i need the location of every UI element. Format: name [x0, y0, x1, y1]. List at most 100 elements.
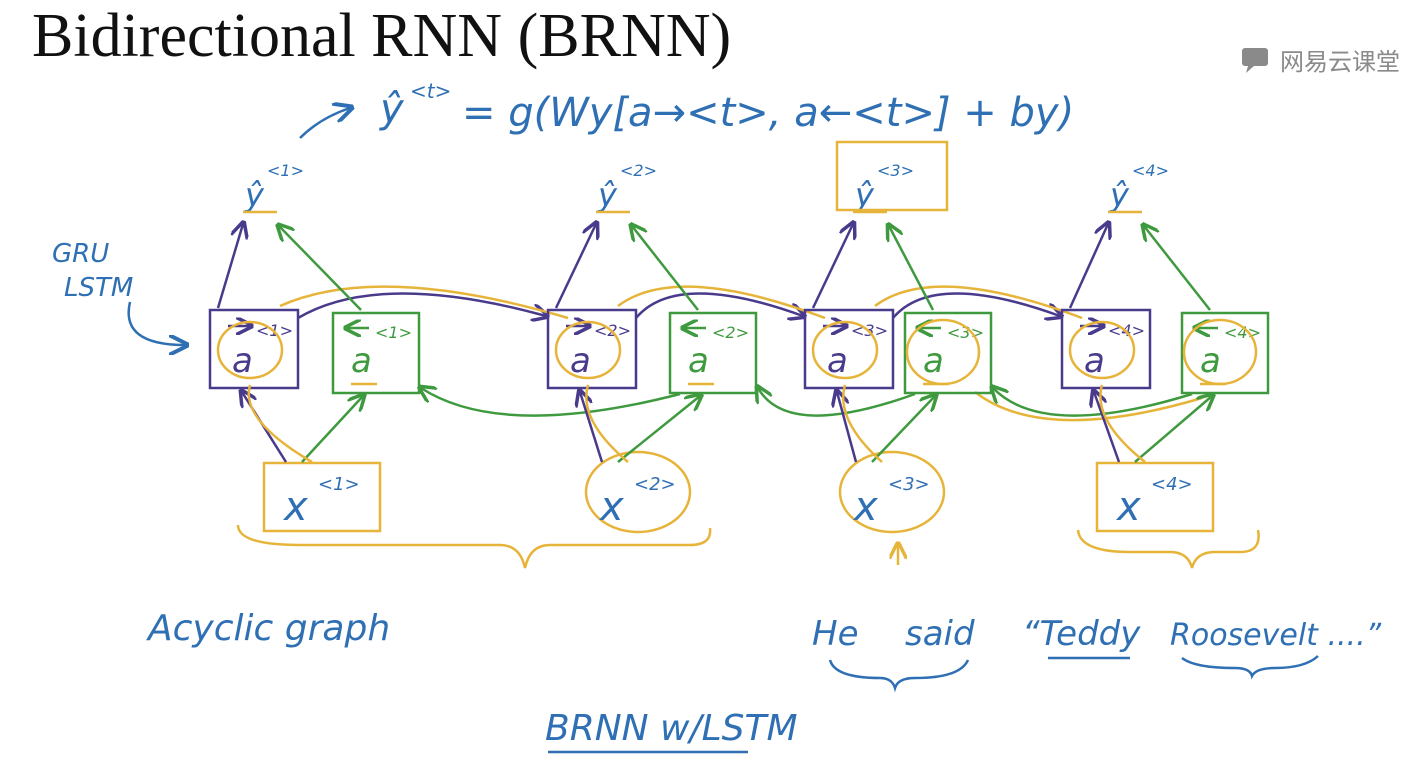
- recurrent-connections: [279, 285, 1203, 422]
- input-highlight-path: [247, 384, 313, 464]
- forward-highlight-path: [279, 285, 569, 320]
- backward-to-output-arrow: [632, 226, 699, 311]
- sentence-word-he: He: [812, 614, 858, 654]
- forward-activation-label: a: [827, 341, 848, 381]
- input-to-backward-arrow: [871, 396, 935, 463]
- backward-to-output-arrow: [1144, 226, 1211, 311]
- forward-to-output-arrow: [1068, 224, 1108, 309]
- input-to-backward-arrow: [1134, 396, 1212, 463]
- timestep-2: a<2>a<2>ŷ<2>x<2>: [546, 161, 758, 534]
- backward-highlight-circle: [1182, 318, 1258, 386]
- forward-activation-label: a: [1084, 341, 1105, 381]
- side-label-gru: GRU: [52, 239, 109, 269]
- output-yhat-sup: <3>: [877, 161, 914, 180]
- forward-highlight-circle: [811, 320, 879, 380]
- forward-highlight-circle: [1068, 320, 1136, 380]
- backward-activation-label: a: [351, 341, 372, 381]
- roosevelt-brace: [1181, 655, 1319, 680]
- sentence-word-roosevelt: Roosevelt ....”: [1170, 618, 1382, 653]
- backward-activation-sup: <2>: [712, 323, 749, 342]
- output-yhat-label: ŷ: [1109, 176, 1130, 214]
- input-x-sup: <2>: [634, 474, 676, 495]
- timestep-units: a<1>a<1>ŷ<1>x<1>a<2>a<2>ŷ<2>x<2>a<3>a<3>…: [208, 140, 1270, 534]
- input-to-forward-arrow: [580, 392, 604, 463]
- input-highlight-box: [262, 461, 382, 533]
- sentence-word-said: said: [905, 614, 975, 654]
- input-to-backward-arrow: [617, 396, 700, 463]
- backward-activation-box: [903, 311, 993, 395]
- backward-highlight-circle: [905, 318, 981, 386]
- backward-recurrent-arrow: [758, 388, 916, 417]
- backward-activation-box: [668, 311, 758, 395]
- input-highlight-path: [842, 384, 883, 463]
- formula-pointer-arrow: [299, 108, 350, 139]
- he-said-brace: [828, 659, 970, 693]
- input-to-forward-arrow: [1094, 392, 1121, 463]
- output-yhat-sup: <4>: [1132, 161, 1169, 180]
- timestep-4: a<4>a<4>ŷ<4>x<4>: [1060, 161, 1270, 533]
- gru-lstm-label: GRU LSTM: [52, 239, 185, 345]
- backward-activation-box: [1180, 311, 1270, 395]
- forward-recurrent-arrow: [297, 292, 546, 318]
- input-x-label: x: [1115, 484, 1141, 530]
- backward-to-output-arrow: [279, 226, 362, 311]
- formula-rhs: = g(Wy[a→<t>, a←<t>] + by): [462, 90, 1074, 136]
- forward-highlight-circle: [216, 320, 284, 380]
- side-label-arrow: [127, 301, 185, 345]
- backward-activation-label: a: [1200, 341, 1221, 381]
- acyclic-graph-note: Acyclic graph: [146, 608, 390, 649]
- backward-activation-box: [331, 311, 421, 395]
- formula-lhs: ŷ: [379, 86, 405, 132]
- input-x-label: x: [282, 484, 308, 530]
- input-x-sup: <1>: [318, 474, 360, 495]
- footer-brnn-lstm: BRNN w/LSTM: [545, 708, 798, 749]
- formula-lhs-sup: <t>: [410, 79, 451, 103]
- forward-to-output-arrow: [216, 224, 243, 309]
- output-yhat-sup: <2>: [620, 161, 657, 180]
- backward-activation-label: a: [688, 341, 709, 381]
- forward-highlight-path: [874, 285, 1083, 320]
- forward-to-output-arrow: [811, 224, 853, 309]
- backward-activation-sup: <1>: [375, 323, 412, 342]
- forward-recurrent-arrow: [892, 292, 1060, 318]
- input-x-label: x: [852, 484, 878, 530]
- output-highlight-box: [835, 140, 949, 212]
- forward-highlight-circle: [554, 320, 622, 380]
- output-yhat-label: ŷ: [244, 176, 265, 214]
- input-x-sup: <3>: [888, 474, 930, 495]
- output-yhat-sup: <1>: [267, 161, 304, 180]
- timestep-3: a<3>a<3>ŷ<3>x<3>: [803, 140, 993, 534]
- input-to-forward-arrow: [837, 392, 858, 463]
- forward-highlight-path: [617, 285, 826, 320]
- input-highlight-path: [1099, 384, 1146, 463]
- forward-to-output-arrow: [554, 224, 596, 309]
- forward-activation-label: a: [570, 341, 591, 381]
- forward-recurrent-arrow: [635, 292, 803, 318]
- output-yhat-label: ŷ: [597, 176, 618, 214]
- input-highlight-circle: [584, 450, 692, 534]
- brace-left: [236, 524, 712, 569]
- backward-to-output-arrow: [889, 226, 935, 311]
- input-highlight-path: [585, 384, 629, 463]
- forward-activation-label: a: [232, 341, 253, 381]
- annotations: Acyclic graph He said “Teddy Roosevelt .…: [146, 524, 1382, 754]
- input-highlight-circle: [838, 450, 946, 534]
- chat-bubble-icon: [1242, 47, 1268, 73]
- input-x-label: x: [598, 484, 624, 530]
- side-label-lstm: LSTM: [64, 273, 133, 303]
- sentence-word-teddy: “Teddy: [1022, 614, 1141, 654]
- watermark-text: 网易云课堂: [1280, 48, 1400, 76]
- watermark: 网易云课堂: [1240, 42, 1400, 77]
- backward-activation-label: a: [923, 341, 944, 381]
- input-highlight-box: [1095, 461, 1215, 533]
- output-formula: ŷ <t> = g(Wy[a→<t>, a←<t>] + by): [299, 79, 1074, 139]
- timestep-1: a<1>a<1>ŷ<1>x<1>: [208, 161, 421, 533]
- brace-right: [1076, 529, 1260, 569]
- backward-highlight-path: [974, 391, 1203, 422]
- backward-recurrent-arrow: [993, 388, 1193, 417]
- backward-recurrent-arrow: [421, 388, 681, 417]
- input-to-backward-arrow: [301, 396, 363, 463]
- page-title: Bidirectional RNN (BRNN): [32, 2, 732, 70]
- output-yhat-label: ŷ: [854, 176, 875, 214]
